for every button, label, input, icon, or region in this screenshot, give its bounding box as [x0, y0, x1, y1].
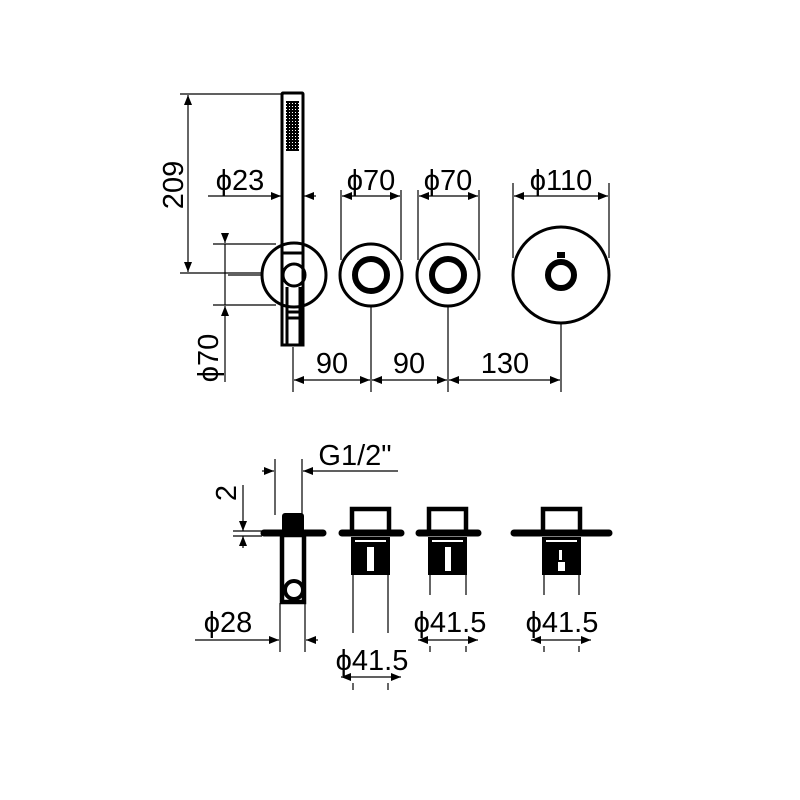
top-view: 209 ϕ23 ϕ70	[158, 91, 611, 392]
valve-1-top: ϕ70	[338, 165, 404, 308]
valve-2-top: ϕ70	[415, 165, 481, 308]
height-dimension: 209	[158, 93, 284, 274]
valve-2-diameter-label: ϕ70	[424, 165, 473, 197]
thermostat-body-diameter-label: ϕ41.5	[526, 607, 599, 639]
valve-1-body-diameter-label: ϕ41.5	[336, 645, 409, 677]
thermostat-top: ϕ110	[511, 165, 611, 325]
thermostat-diameter-label: ϕ110	[530, 165, 592, 197]
plate-thickness-label: 2	[211, 485, 243, 501]
hand-shower	[260, 91, 328, 347]
bracket-diameter-dimension: ϕ70	[193, 233, 276, 382]
handshower-diameter-dimension: ϕ23	[208, 165, 316, 200]
valve-2-body-diameter-label: ϕ41.5	[414, 607, 487, 639]
side-view: G1/2" 2 ϕ28	[195, 440, 613, 690]
valve-1-diameter-label: ϕ70	[347, 165, 396, 197]
valve-1-side: ϕ41.5	[336, 506, 409, 690]
thread-label: G1/2"	[318, 440, 391, 472]
thermostat-side: ϕ41.5	[510, 506, 613, 652]
height-label: 209	[158, 161, 190, 209]
spacing-label-1: 90	[316, 348, 348, 380]
spacing-label-2: 90	[393, 348, 425, 380]
outlet-diameter-label: ϕ28	[204, 607, 253, 639]
shower-outlet-side: ϕ28	[195, 513, 327, 652]
bracket-diameter-label: ϕ70	[193, 334, 225, 383]
handshower-diameter-label: ϕ23	[216, 165, 265, 197]
spacing-dimensions: 90 90 130	[292, 307, 562, 392]
plate-thickness-dimension: 2	[211, 485, 262, 548]
valve-2-side: ϕ41.5	[414, 506, 487, 652]
spacing-label-3: 130	[481, 348, 529, 380]
thread-dimension: G1/2"	[262, 440, 398, 515]
